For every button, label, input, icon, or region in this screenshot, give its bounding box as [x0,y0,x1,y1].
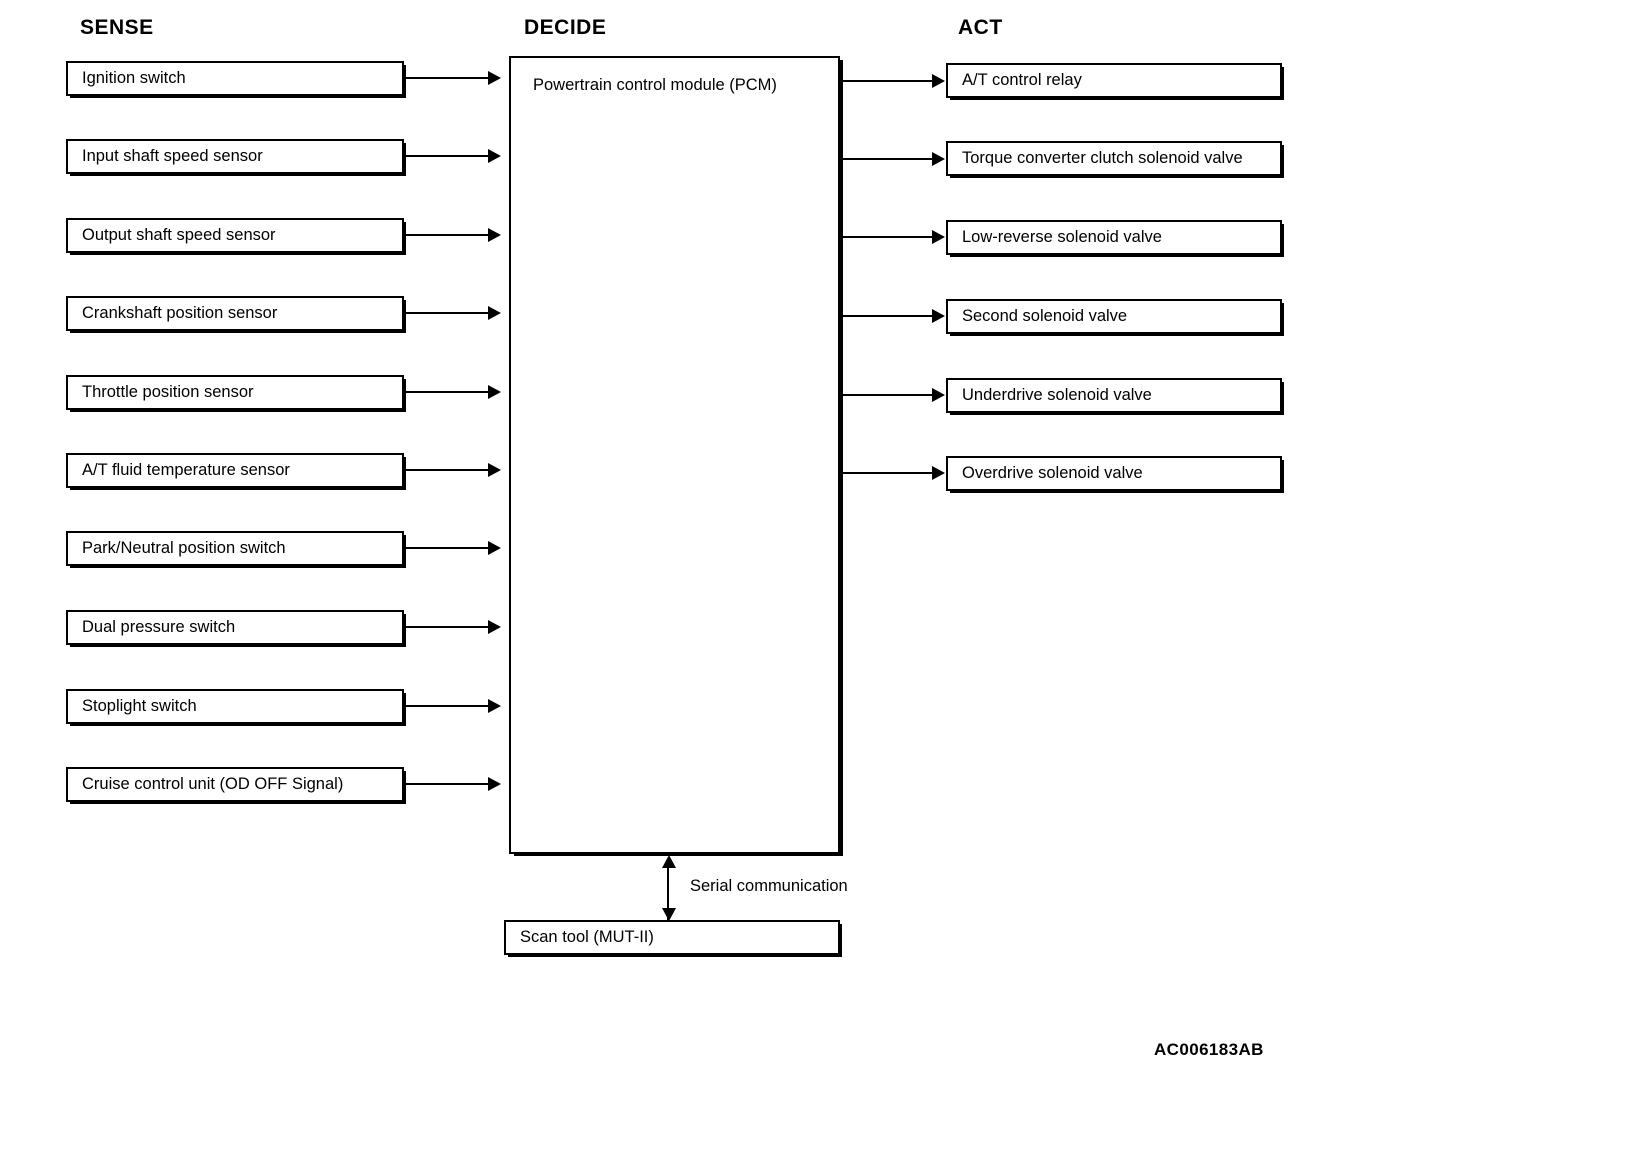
sense-box-cruise-control-unit[interactable]: Cruise control unit (OD OFF Signal) [66,767,404,802]
arrow-sense-2-icon [488,149,501,163]
act-box-label: Underdrive solenoid valve [962,386,1152,405]
arrow-act-5-icon [932,388,945,402]
arrow-act-6-icon [932,466,945,480]
connector-act-2 [840,158,936,160]
connector-sense-2 [404,155,490,157]
act-box-label: A/T control relay [962,71,1082,90]
sense-box-crankshaft-position-sensor[interactable]: Crankshaft position sensor [66,296,404,331]
act-box-label: Low-reverse solenoid valve [962,228,1162,247]
scan-tool-label: Scan tool (MUT-II) [520,928,654,947]
sense-box-ignition-switch[interactable]: Ignition switch [66,61,404,96]
sense-box-dual-pressure-switch[interactable]: Dual pressure switch [66,610,404,645]
sense-box-label: Park/Neutral position switch [82,539,286,558]
pcm-box[interactable]: Powertrain control module (PCM) [509,56,840,854]
connector-sense-1 [404,77,490,79]
arrow-act-1-icon [932,74,945,88]
act-box-torque-converter-clutch-solenoid-valve[interactable]: Torque converter clutch solenoid valve [946,141,1282,176]
pcm-box-label: Powertrain control module (PCM) [533,76,777,94]
sense-box-at-fluid-temperature-sensor[interactable]: A/T fluid temperature sensor [66,453,404,488]
sense-box-label: Stoplight switch [82,697,197,716]
act-box-label: Second solenoid valve [962,307,1128,326]
arrow-sense-8-icon [488,620,501,634]
connector-sense-8 [404,626,490,628]
arrow-sense-4-icon [488,306,501,320]
connector-sense-9 [404,705,490,707]
sense-box-label: Dual pressure switch [82,618,236,637]
serial-communication-label: Serial communication [690,877,848,895]
serial-arrow-up-icon [662,855,676,868]
scan-tool-box[interactable]: Scan tool (MUT-II) [504,920,840,955]
sense-box-label: Crankshaft position sensor [82,304,278,323]
connector-act-1 [840,80,936,82]
act-box-underdrive-solenoid-valve[interactable]: Underdrive solenoid valve [946,378,1282,413]
arrow-sense-10-icon [488,777,501,791]
act-box-low-reverse-solenoid-valve[interactable]: Low-reverse solenoid valve [946,220,1282,255]
sense-box-label: Ignition switch [82,69,186,88]
connector-sense-3 [404,234,490,236]
column-header-act: ACT [958,16,1003,39]
connector-sense-10 [404,783,490,785]
act-box-second-solenoid-valve[interactable]: Second solenoid valve [946,299,1282,334]
connector-sense-6 [404,469,490,471]
act-box-label: Overdrive solenoid valve [962,464,1143,483]
sense-box-label: Output shaft speed sensor [82,226,276,245]
arrow-act-4-icon [932,309,945,323]
arrow-act-3-icon [932,230,945,244]
act-box-label: Torque converter clutch solenoid valve [962,149,1243,168]
serial-communication-line [667,860,669,920]
sense-box-label: Throttle position sensor [82,383,254,402]
sense-box-label: A/T fluid temperature sensor [82,461,290,480]
arrow-sense-6-icon [488,463,501,477]
arrow-sense-1-icon [488,71,501,85]
connector-sense-7 [404,547,490,549]
arrow-sense-3-icon [488,228,501,242]
sense-box-label: Cruise control unit (OD OFF Signal) [82,775,344,794]
arrow-act-2-icon [932,152,945,166]
figure-code: AC006183AB [1154,1040,1264,1059]
sense-box-input-shaft-speed-sensor[interactable]: Input shaft speed sensor [66,139,404,174]
arrow-sense-9-icon [488,699,501,713]
connector-act-5 [840,394,936,396]
act-box-at-control-relay[interactable]: A/T control relay [946,63,1282,98]
sense-box-output-shaft-speed-sensor[interactable]: Output shaft speed sensor [66,218,404,253]
sense-box-park-neutral-position-switch[interactable]: Park/Neutral position switch [66,531,404,566]
column-header-sense: SENSE [80,16,154,39]
serial-arrow-down-icon [662,908,676,921]
sense-box-throttle-position-sensor[interactable]: Throttle position sensor [66,375,404,410]
connector-act-3 [840,236,936,238]
connector-sense-5 [404,391,490,393]
sense-box-stoplight-switch[interactable]: Stoplight switch [66,689,404,724]
connector-act-6 [840,472,936,474]
connector-sense-4 [404,312,490,314]
connector-act-4 [840,315,936,317]
column-header-decide: DECIDE [524,16,607,39]
sense-box-label: Input shaft speed sensor [82,147,263,166]
act-box-overdrive-solenoid-valve[interactable]: Overdrive solenoid valve [946,456,1282,491]
arrow-sense-7-icon [488,541,501,555]
arrow-sense-5-icon [488,385,501,399]
